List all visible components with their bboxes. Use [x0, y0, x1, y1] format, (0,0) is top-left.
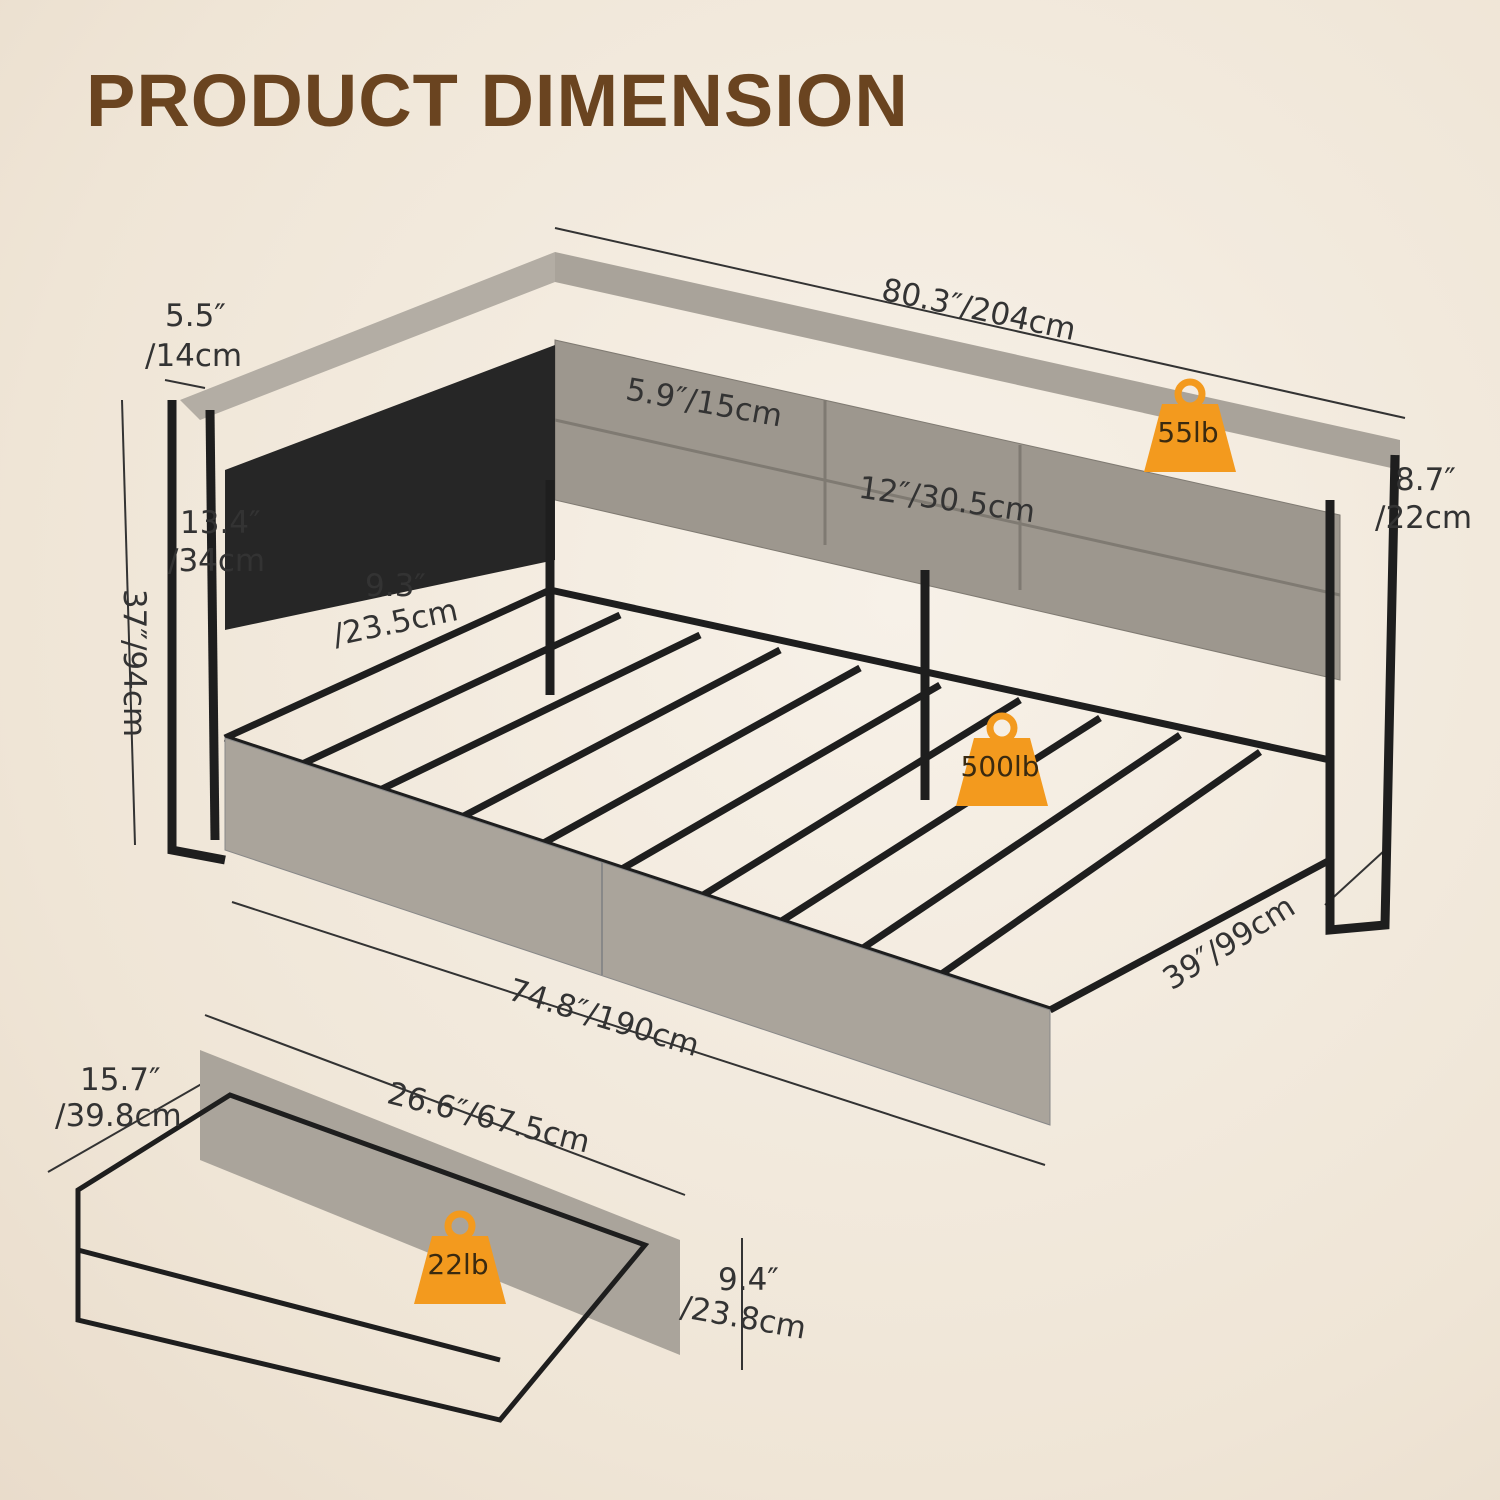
weight-badge-bed: 500lb	[952, 712, 1048, 808]
dim-clearance-in: 9.3″	[365, 568, 426, 604]
dim-side-shelf-cm: /22cm	[1375, 500, 1473, 536]
dim-cushion-height-cm: /34cm	[168, 543, 266, 579]
dim-headboard-depth-in: 5.5″	[165, 298, 226, 334]
dim-drawer-height-in: 9.4″	[718, 1262, 779, 1298]
dim-drawer-depth-in: 15.7″	[80, 1062, 161, 1098]
weight-label: 55lb	[1157, 416, 1219, 449]
weight-icon	[956, 712, 1048, 806]
weight-icon	[1144, 378, 1236, 472]
weight-badge-drawer: 22lb	[410, 1210, 506, 1306]
weight-label: 22lb	[427, 1248, 489, 1281]
dim-side-shelf-in: 8.7″	[1395, 462, 1456, 498]
weight-badge-shelf: 55lb	[1140, 378, 1236, 474]
page-title: PRODUCT DIMENSION	[86, 59, 909, 142]
dim-total-height: 37″/94cm	[116, 588, 153, 738]
dim-headboard-depth-cm: /14cm	[145, 338, 243, 374]
weight-icon	[414, 1210, 506, 1304]
dim-drawer-depth-cm: /39.8cm	[55, 1098, 182, 1134]
dim-cushion-height-in: 13.4″	[180, 505, 261, 541]
weight-label: 500lb	[960, 750, 1040, 783]
